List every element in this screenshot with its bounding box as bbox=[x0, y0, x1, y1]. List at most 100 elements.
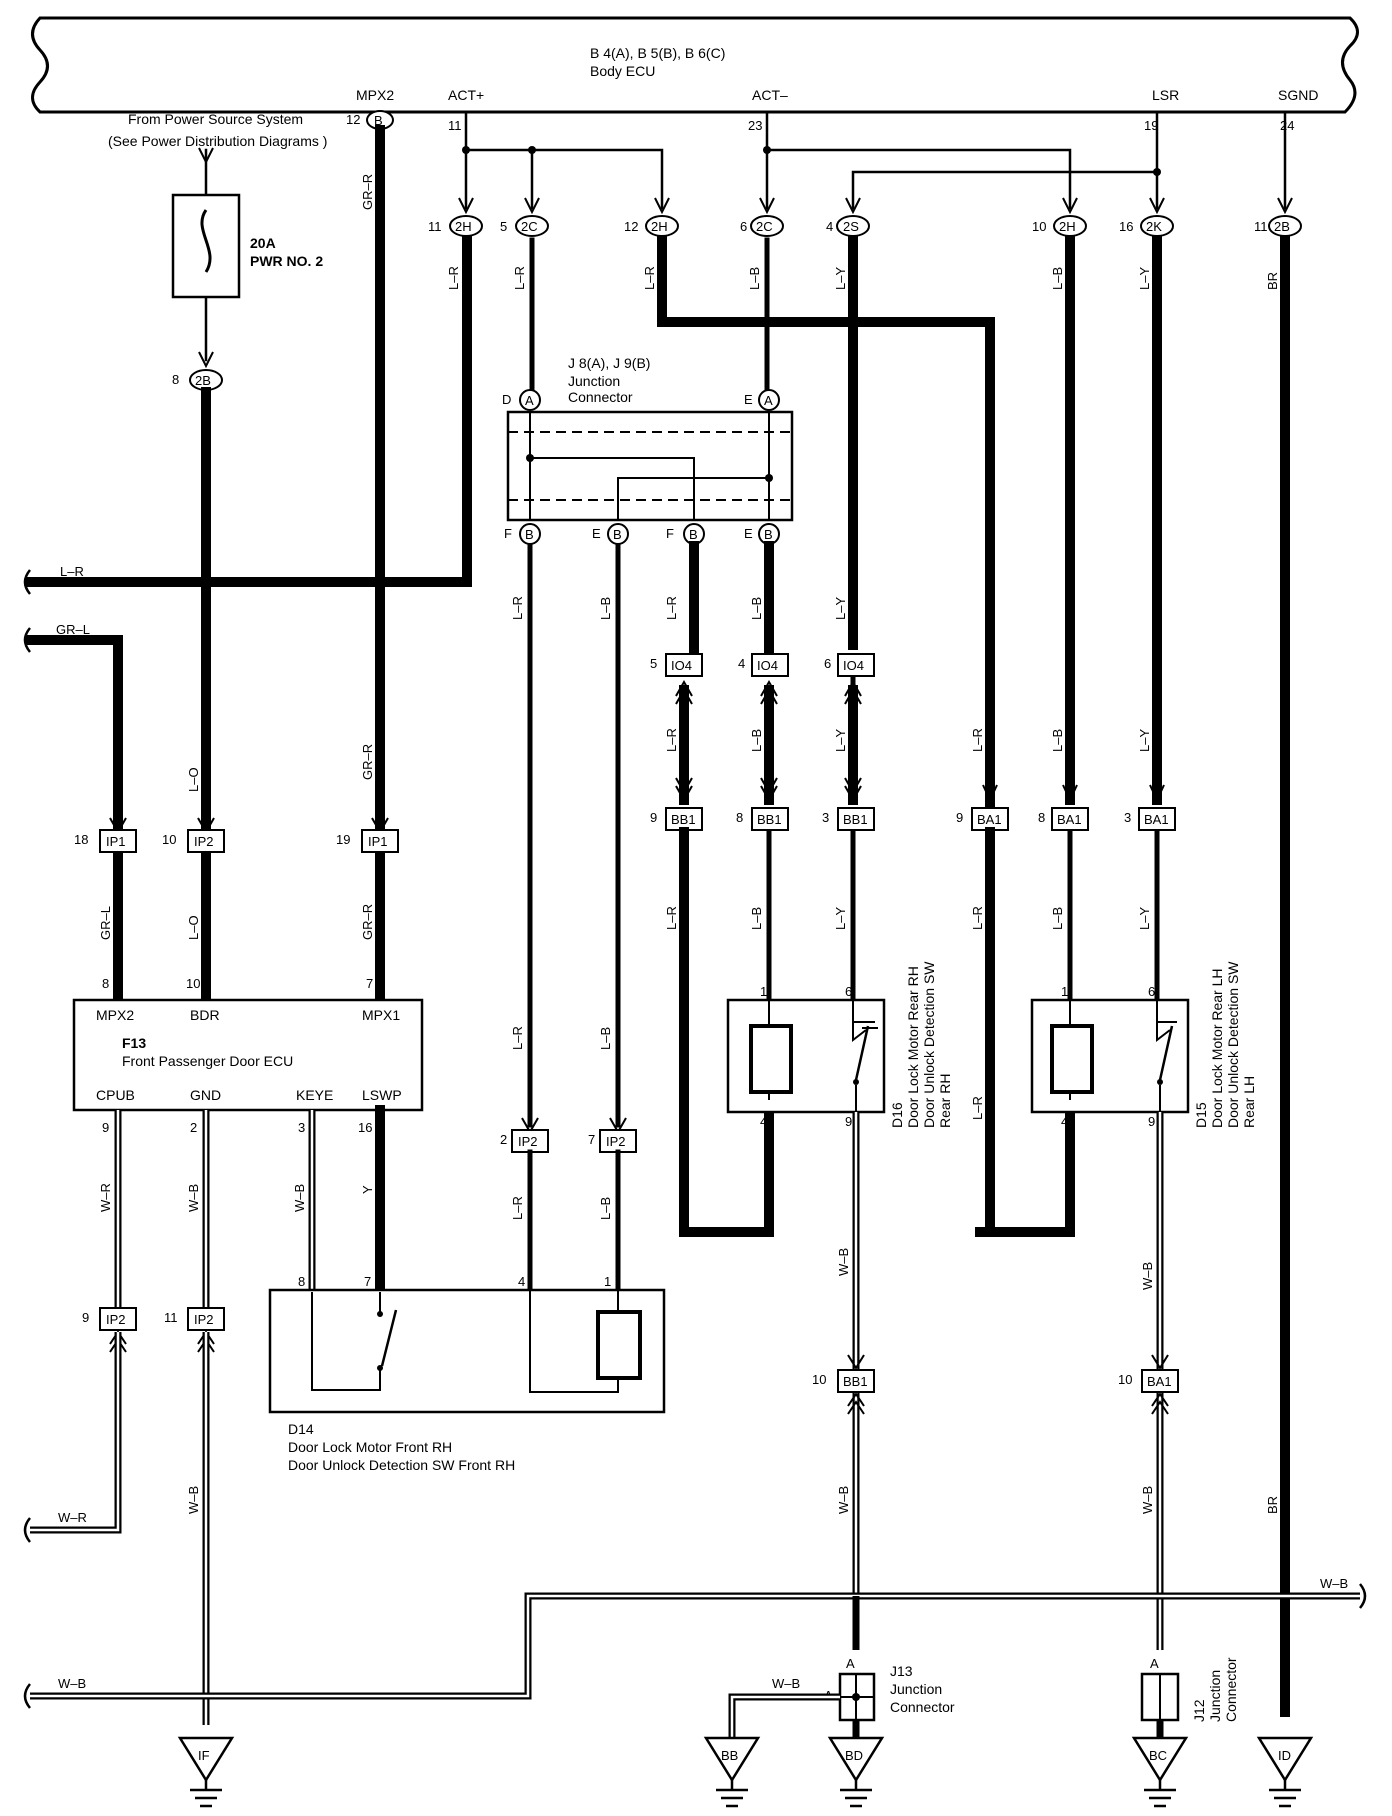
svg-text:J12: J12 bbox=[1191, 1699, 1207, 1722]
bb1-connectors: 9 BB1 8 BB1 3 BB1 bbox=[650, 807, 875, 831]
svg-text:L–B: L–B bbox=[749, 729, 764, 752]
svg-text:GR–L: GR–L bbox=[98, 906, 113, 940]
svg-text:Rear LH: Rear LH bbox=[1241, 1076, 1257, 1128]
power-from-2: (See Power Distribution Diagrams ) bbox=[108, 133, 327, 149]
svg-text:W–B: W–B bbox=[186, 1486, 201, 1514]
svg-text:W–B: W–B bbox=[836, 1486, 851, 1514]
svg-text:IO4: IO4 bbox=[671, 658, 692, 673]
body-ecu-title-2: Body ECU bbox=[590, 63, 655, 79]
svg-text:L–B: L–B bbox=[1050, 729, 1065, 752]
svg-text:9: 9 bbox=[845, 1114, 852, 1129]
ground-label-if: IF bbox=[198, 1748, 210, 1763]
power-conn: 2B bbox=[195, 373, 211, 388]
ground-if: IF bbox=[177, 1736, 235, 1808]
svg-text:LSWP: LSWP bbox=[362, 1087, 402, 1103]
svg-text:GR–R: GR–R bbox=[360, 744, 375, 780]
svg-text:B: B bbox=[525, 527, 534, 542]
svg-text:F: F bbox=[504, 526, 512, 541]
svg-text:9: 9 bbox=[1148, 1114, 1155, 1129]
svg-text:D15: D15 bbox=[1193, 1102, 1209, 1128]
ground-id: ID bbox=[1256, 1736, 1314, 1808]
top-connectors: 11 2H 5 2C 12 2H 6 2C 4 2S 10 2H 16 2K 1… bbox=[428, 215, 1302, 237]
svg-text:Door Unlock Detection SW: Door Unlock Detection SW bbox=[921, 961, 937, 1128]
svg-text:1: 1 bbox=[1061, 984, 1068, 999]
svg-text:L–B: L–B bbox=[749, 907, 764, 930]
svg-text:Door Unlock Detection SW Front: Door Unlock Detection SW Front RH bbox=[288, 1457, 515, 1473]
svg-text:W–B: W–B bbox=[1320, 1576, 1348, 1591]
svg-text:L–B: L–B bbox=[598, 597, 613, 620]
conn-2b-11: 2B bbox=[1274, 219, 1290, 234]
svg-text:L–B: L–B bbox=[598, 1197, 613, 1220]
svg-text:IP2: IP2 bbox=[194, 1312, 214, 1327]
svg-text:19: 19 bbox=[336, 832, 350, 847]
svg-text:L–Y: L–Y bbox=[1137, 729, 1152, 752]
svg-text:5: 5 bbox=[650, 656, 657, 671]
svg-text:A: A bbox=[1150, 1656, 1159, 1671]
bb1-ba1-10: 10 BB1 10 BA1 bbox=[812, 1369, 1179, 1393]
svg-text:B: B bbox=[613, 527, 622, 542]
svg-text:L–R: L–R bbox=[970, 906, 985, 930]
svg-text:GR–L: GR–L bbox=[56, 622, 90, 637]
svg-text:J13: J13 bbox=[890, 1663, 913, 1679]
junction-j8-box bbox=[506, 410, 794, 522]
ecu-pin-lsr: 19 bbox=[1144, 118, 1158, 133]
svg-text:BA1: BA1 bbox=[977, 812, 1002, 827]
svg-text:A: A bbox=[764, 393, 773, 408]
svg-text:L–R: L–R bbox=[512, 266, 527, 290]
j12-junction: A J12 Junction Connector bbox=[1140, 1656, 1239, 1722]
svg-text:BB1: BB1 bbox=[843, 812, 868, 827]
svg-text:L–Y: L–Y bbox=[833, 729, 848, 752]
svg-text:6: 6 bbox=[845, 984, 852, 999]
io4-connectors: 5 IO4 4 IO4 6 IO4 bbox=[650, 653, 875, 677]
svg-text:L–B: L–B bbox=[747, 267, 762, 290]
ground-bc: BC bbox=[1131, 1736, 1189, 1808]
svg-text:J 8(A), J 9(B): J 8(A), J 9(B) bbox=[568, 355, 650, 371]
svg-text:IP2: IP2 bbox=[106, 1312, 126, 1327]
ground-bb: BB bbox=[703, 1736, 761, 1808]
svg-text:L–Y: L–Y bbox=[833, 597, 848, 620]
svg-text:18: 18 bbox=[74, 832, 88, 847]
f13-ecu: 8 10 7 MPX2 BDR MPX1 F13 Front Passenger… bbox=[72, 976, 424, 1135]
svg-text:L–R: L–R bbox=[664, 906, 679, 930]
ecu-pin-actp: 11 bbox=[448, 118, 462, 133]
svg-text:10: 10 bbox=[1118, 1372, 1132, 1387]
svg-text:6: 6 bbox=[824, 656, 831, 671]
svg-text:9: 9 bbox=[82, 1310, 89, 1325]
svg-text:12: 12 bbox=[624, 219, 638, 234]
svg-text:L–R: L–R bbox=[970, 728, 985, 752]
svg-text:4: 4 bbox=[518, 1274, 525, 1289]
svg-text:F: F bbox=[666, 526, 674, 541]
svg-text:IO4: IO4 bbox=[843, 658, 864, 673]
svg-text:4: 4 bbox=[738, 656, 745, 671]
svg-text:E: E bbox=[744, 392, 753, 407]
svg-text:10: 10 bbox=[1032, 219, 1046, 234]
svg-text:L–O: L–O bbox=[186, 915, 201, 940]
svg-text:Y: Y bbox=[360, 1185, 375, 1194]
svg-text:11: 11 bbox=[1254, 219, 1268, 234]
svg-text:KEYE: KEYE bbox=[296, 1087, 333, 1103]
svg-text:1: 1 bbox=[760, 984, 767, 999]
d16-motor: 1 6 4 9 D16 Door Lock Motor Rear RH Door… bbox=[726, 961, 953, 1129]
svg-text:IP1: IP1 bbox=[106, 834, 126, 849]
ip-connectors-top: 18 IP1 10 IP2 19 IP1 bbox=[74, 829, 399, 853]
svg-text:Junction: Junction bbox=[890, 1681, 942, 1697]
svg-text:L–R: L–R bbox=[60, 564, 84, 579]
ground-label-id: ID bbox=[1278, 1748, 1291, 1763]
svg-text:4: 4 bbox=[760, 1114, 767, 1129]
svg-text:BB1: BB1 bbox=[671, 812, 696, 827]
body-ecu-title-1: B 4(A), B 5(B), B 6(C) bbox=[590, 45, 725, 61]
power-conn-pin: 8 bbox=[172, 372, 179, 387]
ecu-conn-mpx2: B bbox=[374, 113, 383, 128]
fuse-icon bbox=[200, 209, 212, 273]
svg-text:L–B: L–B bbox=[1050, 907, 1065, 930]
svg-text:L–R: L–R bbox=[970, 1096, 985, 1120]
svg-text:7: 7 bbox=[364, 1274, 371, 1289]
svg-text:2: 2 bbox=[190, 1120, 197, 1135]
svg-text:BA1: BA1 bbox=[1147, 1374, 1172, 1389]
svg-text:3: 3 bbox=[822, 810, 829, 825]
svg-text:BR: BR bbox=[1265, 272, 1280, 290]
svg-text:L–B: L–B bbox=[1050, 267, 1065, 290]
svg-text:MPX1: MPX1 bbox=[362, 1007, 400, 1023]
svg-text:11: 11 bbox=[428, 219, 442, 234]
